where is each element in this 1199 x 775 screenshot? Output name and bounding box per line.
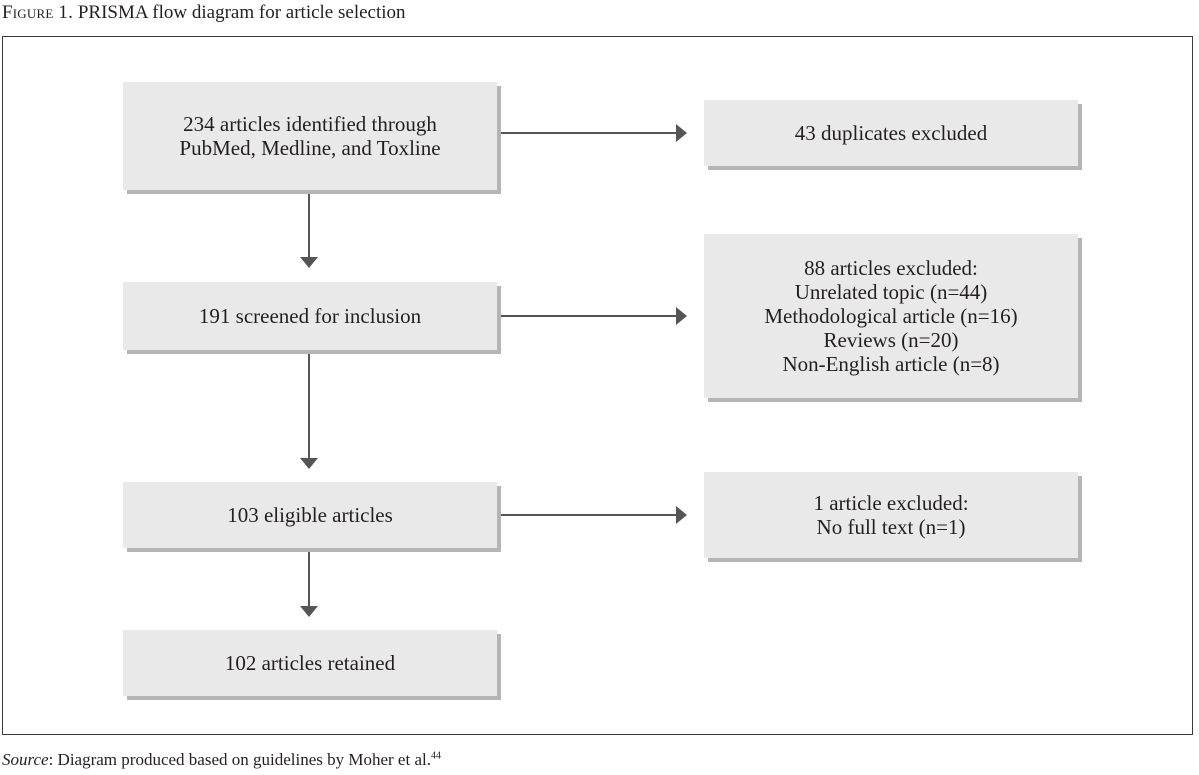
box-line: 88 articles excluded: xyxy=(804,256,978,280)
figure-caption: Figure 1. PRISMA flow diagram for articl… xyxy=(2,2,406,24)
arrow-identified-to-screened xyxy=(300,190,318,268)
box-line: 102 articles retained xyxy=(224,651,396,675)
source-reference: 44 xyxy=(430,750,441,762)
box-line: 43 duplicates excluded xyxy=(794,121,988,145)
box-excluded-eligibility: 1 article excluded: No full text (n=1) xyxy=(704,472,1078,558)
box-line: Unrelated topic (n=44) xyxy=(794,280,988,304)
box-duplicates: 43 duplicates excluded xyxy=(704,100,1078,166)
source-note: Source: Diagram produced based on guidel… xyxy=(2,750,441,770)
figure-title: PRISMA flow diagram for article selectio… xyxy=(77,2,406,23)
box-line: Reviews (n=20) xyxy=(823,328,959,352)
diagram-frame xyxy=(2,36,1193,735)
box-line: 234 articles identified through xyxy=(183,112,437,136)
arrow-eligible-to-excluded xyxy=(497,506,687,524)
arrow-eligible-to-retained xyxy=(300,548,318,617)
source-label: Source xyxy=(2,750,49,769)
box-line: Methodological article (n=16) xyxy=(764,304,1018,328)
box-line: No full text (n=1) xyxy=(816,515,966,539)
box-identified: 234 articles identified through PubMed, … xyxy=(123,82,497,190)
figure-label: Figure 1. xyxy=(2,2,74,23)
box-excluded-screening: 88 articles excluded: Unrelated topic (n… xyxy=(704,234,1078,398)
box-screened: 191 screened for inclusion xyxy=(123,282,497,350)
arrow-screened-to-excluded xyxy=(497,307,687,325)
box-line: PubMed, Medline, and Toxline xyxy=(179,136,441,160)
arrow-identified-to-duplicates xyxy=(497,124,687,142)
box-line: 1 article excluded: xyxy=(813,491,969,515)
box-line: Non-English article (n=8) xyxy=(782,352,1000,376)
box-line: 191 screened for inclusion xyxy=(198,304,422,328)
arrow-screened-to-eligible xyxy=(300,350,318,469)
source-text: : Diagram produced based on guidelines b… xyxy=(48,750,431,769)
box-retained: 102 articles retained xyxy=(123,630,497,696)
box-line: 103 eligible articles xyxy=(227,503,393,527)
box-eligible: 103 eligible articles xyxy=(123,482,497,548)
